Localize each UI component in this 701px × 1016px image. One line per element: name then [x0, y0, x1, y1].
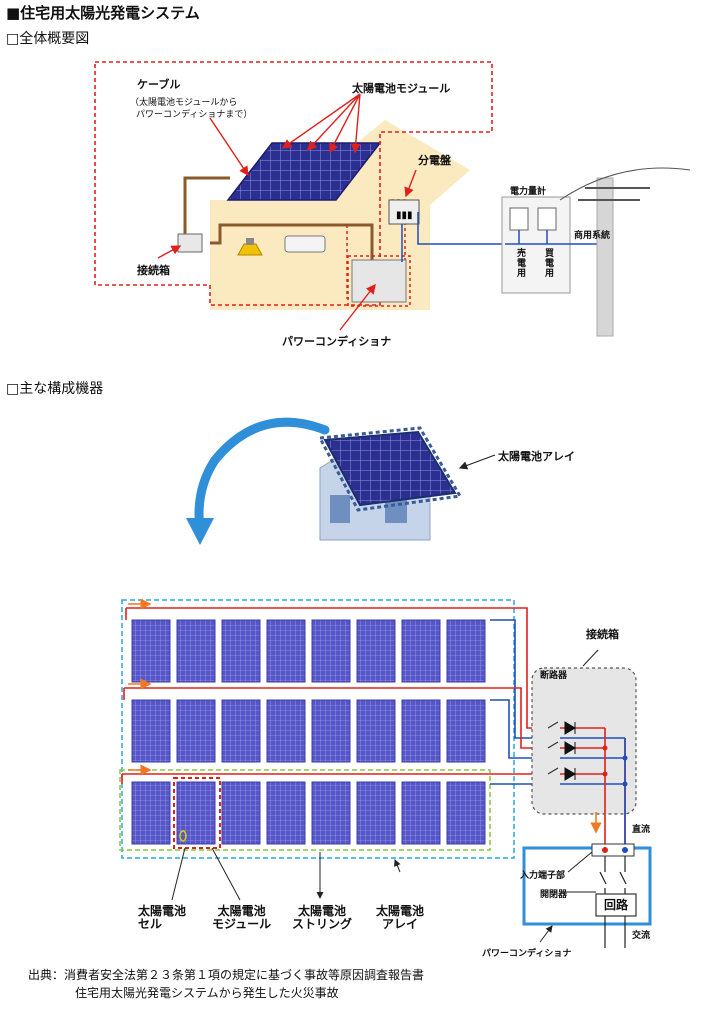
label-cable-note-1: （太陽電池モジュールから [130, 98, 238, 108]
label-sell: 売電用 [515, 248, 525, 278]
section-components-heading: □主な構成機器 [6, 381, 104, 397]
solar-module [131, 781, 171, 845]
label-buy: 買電用 [543, 248, 553, 278]
solar-module [401, 781, 441, 845]
solar-module [311, 781, 351, 845]
label-junction-box-2: 接続箱 [586, 628, 619, 641]
solar-module [356, 699, 396, 763]
circuit-box [595, 893, 637, 917]
label-grid: 商用系統 [574, 231, 611, 241]
house-array-illustration [317, 426, 463, 541]
solar-module [221, 619, 261, 683]
label-power-conditioner-2: パワーコンディショナ [482, 949, 572, 959]
label-circuit: 回路 [603, 898, 628, 912]
curved-arrow [194, 417, 330, 535]
solar-module [221, 781, 261, 845]
label-cable-note-2: パワーコンディショナまで） [136, 110, 253, 120]
junction-box-icon [177, 233, 203, 253]
label-junction-box: 接続箱 [137, 264, 170, 277]
solar-module [401, 619, 441, 683]
power-conditioner-icon [351, 259, 407, 303]
caption-string: 太陽電池ストリング [292, 904, 353, 931]
solar-module [266, 781, 306, 845]
solar-module [311, 699, 351, 763]
power-conditioner-box [522, 846, 652, 926]
cell-highlight [179, 830, 187, 842]
svg-text:▮▮▮: ▮▮▮ [396, 210, 413, 221]
diode-icons [564, 721, 576, 781]
label-distribution-board: 分電盤 [418, 154, 451, 167]
solar-module [356, 781, 396, 845]
source-line-2: 住宅用太陽光発電システムから発生した火災事故 [75, 986, 339, 1000]
solar-module [446, 781, 486, 845]
solar-module [176, 781, 216, 845]
input-terminal [591, 843, 635, 857]
label-input-terminal: 入力端子部 [520, 871, 566, 881]
solar-module [131, 619, 171, 683]
label-breaker: 断路器 [540, 671, 568, 681]
aircon-icon [284, 235, 326, 253]
label-switch: 開閉器 [540, 890, 568, 900]
array-boundary [121, 599, 515, 859]
breaker-switches [547, 721, 625, 785]
solar-module [356, 619, 396, 683]
module-grid [131, 619, 486, 845]
solar-module [176, 619, 216, 683]
string-boundary [119, 769, 491, 851]
junction-box [531, 667, 637, 815]
solar-module [446, 699, 486, 763]
solar-module [401, 699, 441, 763]
label-solar-module: 太陽電池モジュール [352, 82, 451, 95]
solar-module [131, 699, 171, 763]
solar-module [266, 619, 306, 683]
solar-module [446, 619, 486, 683]
solar-module [266, 699, 306, 763]
lamp-icon [237, 243, 263, 256]
caption-array: 太陽電池アレイ [376, 904, 425, 931]
solar-module [311, 619, 351, 683]
label-cable: ケーブル [137, 78, 181, 91]
module-highlight [173, 777, 221, 849]
label-power-conditioner: パワーコンディショナ [282, 335, 392, 348]
source-citation: 出典：消費者安全法第２３条第１項の規定に基づく事故等原因調査報告書 住宅用太陽光… [28, 966, 424, 1002]
caption-cell: 太陽電池セル [138, 904, 187, 931]
label-array: 太陽電池アレイ [498, 450, 575, 463]
label-power-meter: 電力量計 [510, 187, 547, 197]
distribution-board-icon [388, 199, 420, 225]
label-dc: 直流 [632, 825, 651, 835]
page-title: ■住宅用太陽光発電システム [6, 4, 200, 22]
system-boundary [94, 61, 493, 306]
caption-module: 太陽電池モジュール [212, 904, 272, 931]
utility-pole [596, 177, 614, 337]
source-line-1: 出典：消費者安全法第２３条第１項の規定に基づく事故等原因調査報告書 [28, 968, 425, 982]
label-ac: 交流 [632, 931, 651, 941]
section-overview-heading: □全体概要図 [6, 31, 90, 47]
solar-module [221, 699, 261, 763]
solar-module [176, 699, 216, 763]
